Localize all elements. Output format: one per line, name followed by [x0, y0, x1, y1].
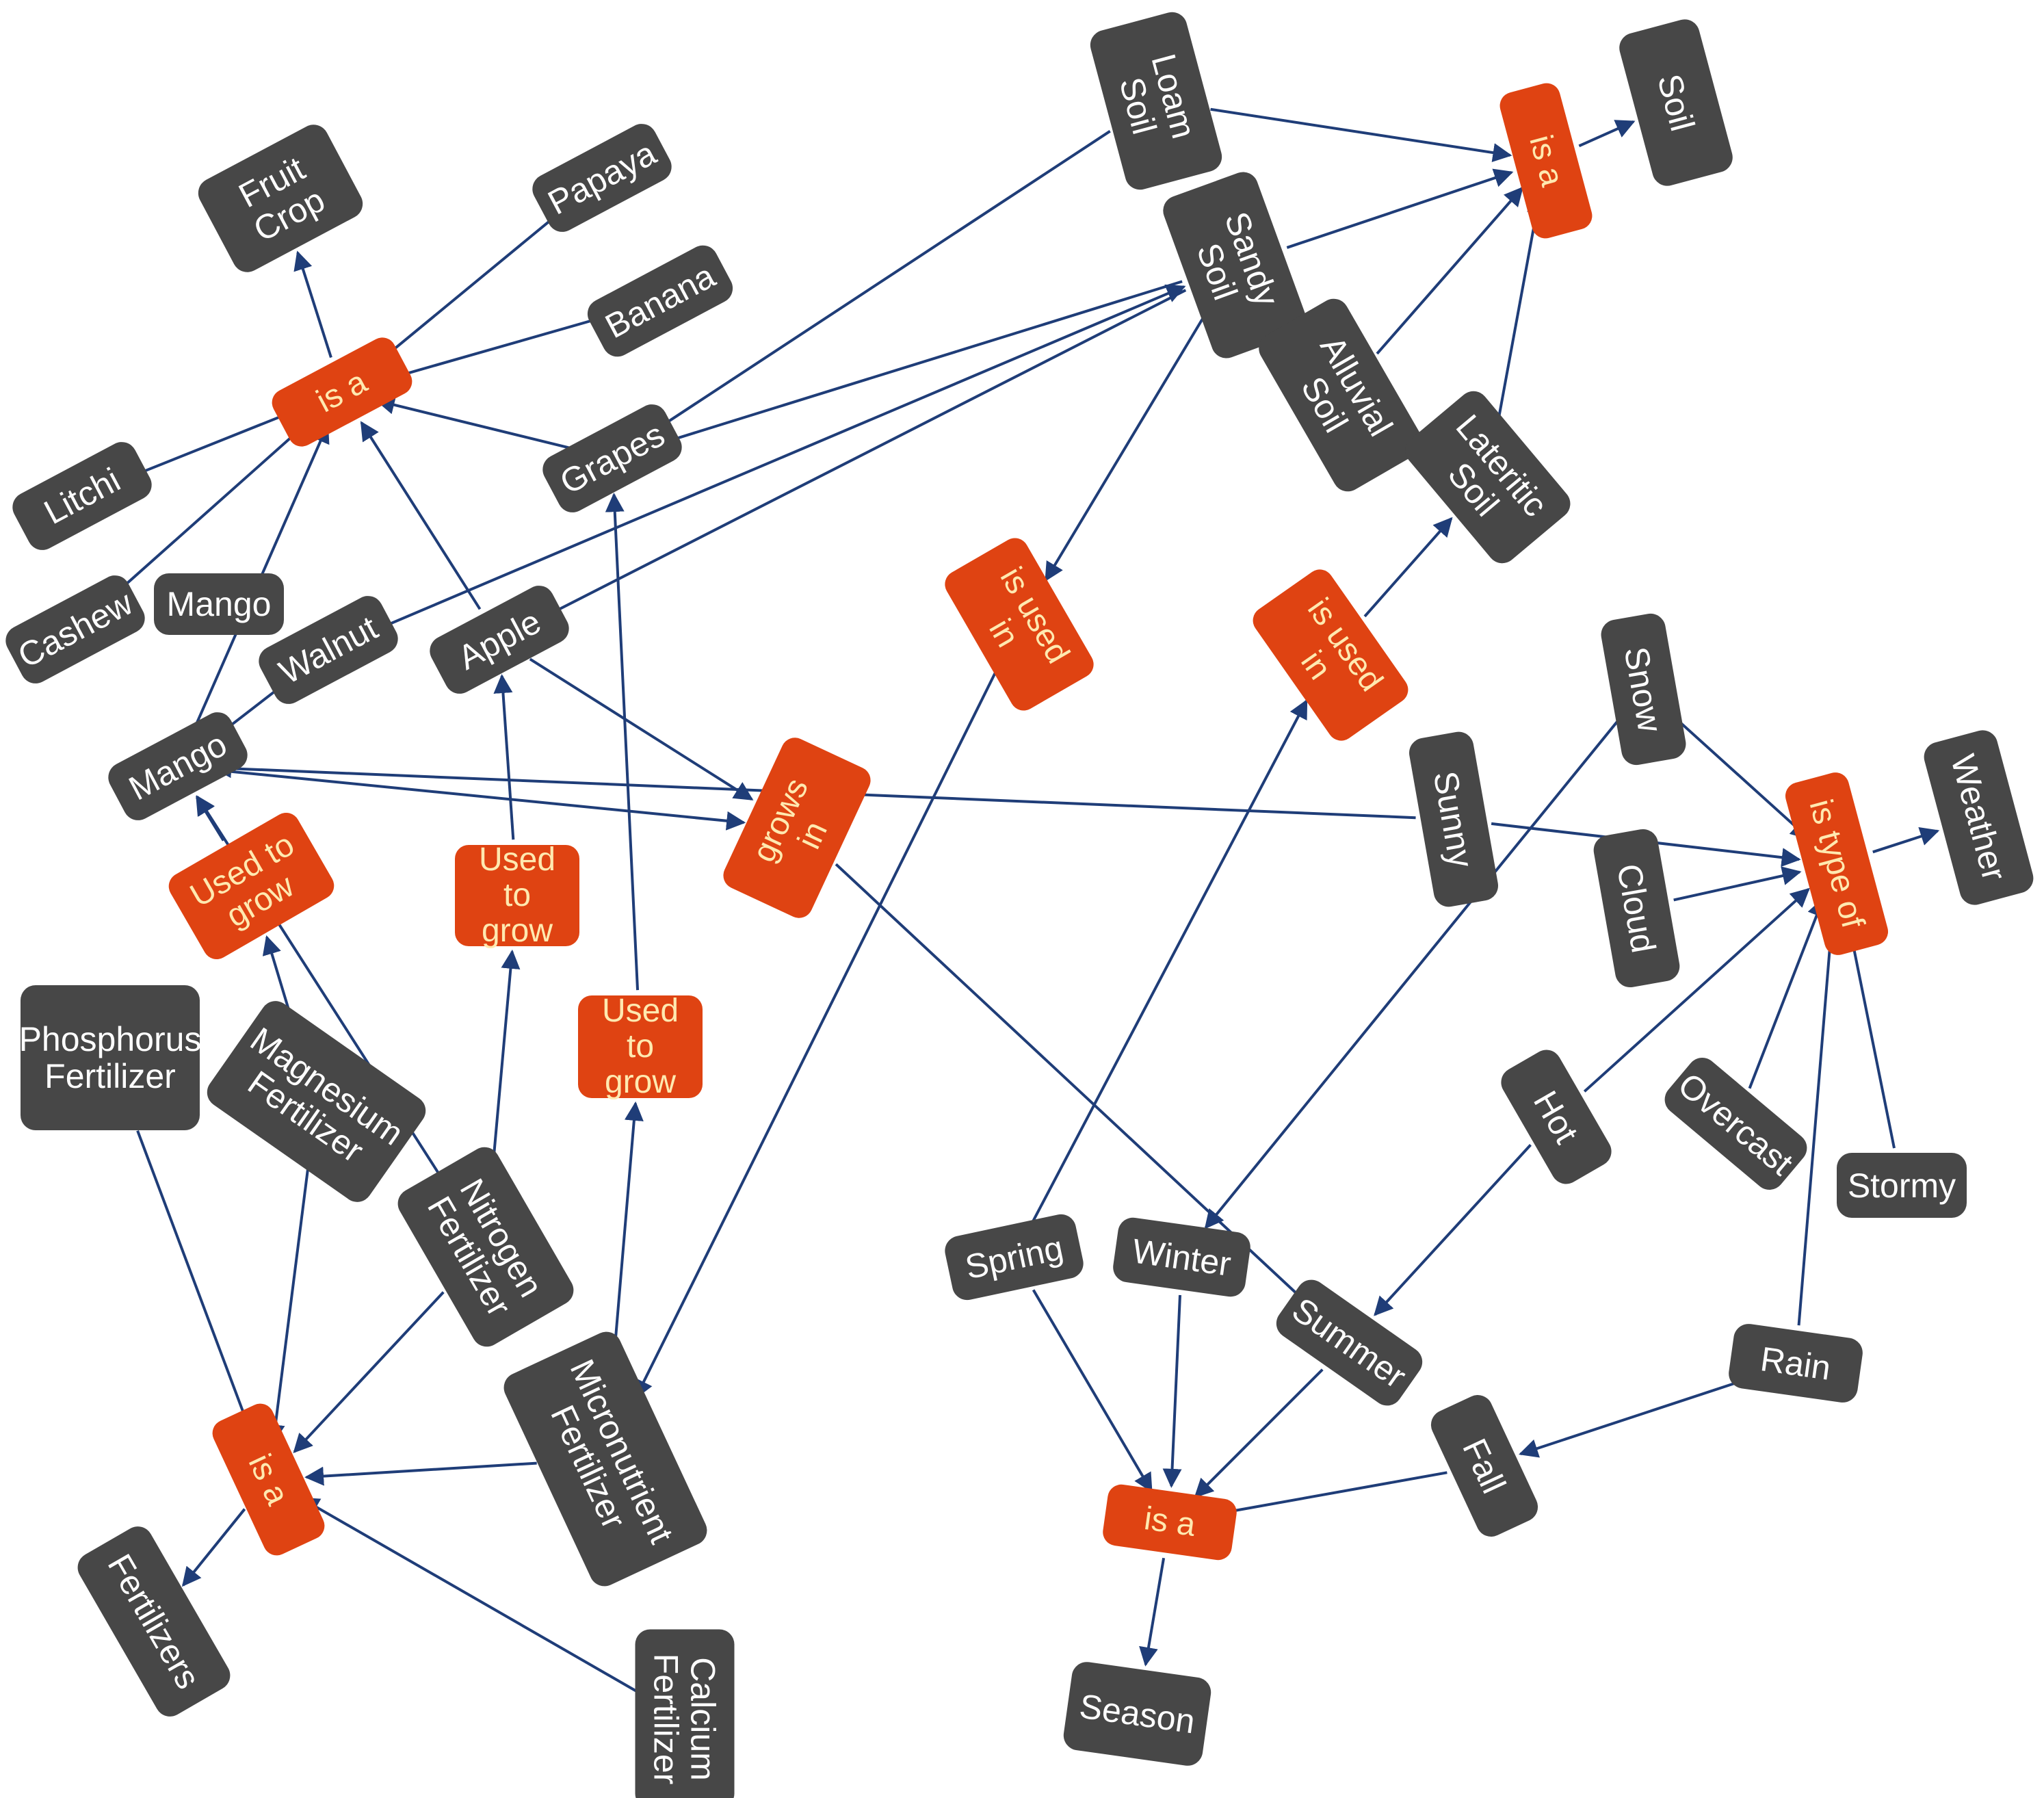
edge-mango-to-grows_in — [213, 768, 746, 831]
edge-used_to_grow_2-to-apple — [493, 674, 515, 840]
node-stormy[interactable]: Stormy — [1837, 1153, 1967, 1218]
edge-walnut-to-sandy_soil — [361, 284, 1186, 638]
edge-sandy_soil-to-apple — [529, 289, 1187, 625]
edge-cloud-to-is_type_of — [1673, 866, 1802, 902]
edge-is_a_season-to-season — [1139, 1557, 1166, 1667]
edge-is_a_soil-to-soil — [1578, 120, 1636, 148]
edge-nitrogen-to-used_to_grow_2 — [490, 949, 521, 1186]
edge-summer-to-is_a_season — [1194, 1368, 1324, 1498]
edge-apple-to-grows_in — [529, 657, 754, 801]
edge-rain-to-is_type_of — [1797, 900, 1842, 1326]
edge-rain-to-fall — [1519, 1373, 1760, 1458]
edge-banana-to-is_a_fruit — [375, 309, 626, 387]
edge-micronutrient-to-is_a_fert — [304, 1461, 537, 1486]
edge-alluvial_soil-to-is_a_soil — [1376, 186, 1523, 355]
edge-is_a_fruit-to-fruit_crop — [293, 250, 332, 359]
edge-lateritic_soil-to-is_a_soil — [1496, 194, 1546, 424]
edge-snow-to-is_type_of — [1670, 714, 1810, 840]
node-phosphorus-fertilizer[interactable]: Phosphorus Fertilizer — [19, 985, 201, 1130]
edge-cashew-to-is_a_fruit — [101, 415, 317, 607]
edge-sandy_soil-to-is_used_in_1 — [1045, 311, 1208, 582]
edge-winter-to-is_a_season — [1162, 1294, 1182, 1488]
edge-used_to_grow_3-to-grapes — [605, 493, 640, 991]
edge-is_used_in_2-to-lateritic_soil — [1363, 517, 1453, 618]
relation-used-to-grow-3[interactable]: Used to grow — [578, 993, 703, 1099]
node-mango-top[interactable]: Mango — [154, 573, 284, 635]
edge-calcium-to-is_a_fert — [300, 1497, 638, 1693]
edge-is_used_in_1-to-micronutrient — [634, 670, 998, 1399]
edge-grapes-to-is_a_fruit — [375, 395, 578, 452]
edge-nitrogen-to-is_a_fert — [293, 1291, 445, 1453]
edge-sandy_soil-to-grapes — [644, 280, 1183, 452]
edge-hot-to-summer — [1374, 1144, 1532, 1316]
edge-papaya-to-is_a_fruit — [368, 200, 575, 371]
edge-overcast-to-is_type_of — [1748, 897, 1826, 1089]
edge-litchi-to-is_a_fruit — [115, 403, 311, 484]
edge-snow-to-winter — [1204, 718, 1621, 1229]
edge-is_a_fert-to-fertilizers — [181, 1508, 246, 1587]
edge-is_type_of-to-weather — [1872, 826, 1940, 854]
edge-sandy_soil-to-is_a_soil — [1286, 168, 1514, 249]
edge-fall-to-is_a_season — [1203, 1471, 1447, 1522]
edge-phosphorus-to-is_a_fert — [136, 1130, 259, 1446]
edge-spring-to-is_used_in_2 — [1030, 699, 1308, 1225]
edge-loam_soil-to-grapes — [640, 130, 1111, 440]
edge-apple-to-is_a_fruit — [360, 421, 482, 610]
relation-used-to-grow-2[interactable]: Used to grow — [455, 842, 579, 948]
edge-magnesium-to-is_a_fert — [265, 1167, 310, 1444]
edge-hot-to-is_type_of — [1583, 887, 1810, 1093]
node-calcium-fertilizer[interactable]: Calcium Fertilizer — [635, 1629, 735, 1798]
edge-spring-to-is_a_season — [1032, 1289, 1153, 1493]
edge-loam_soil-to-is_a_soil — [1210, 107, 1512, 162]
